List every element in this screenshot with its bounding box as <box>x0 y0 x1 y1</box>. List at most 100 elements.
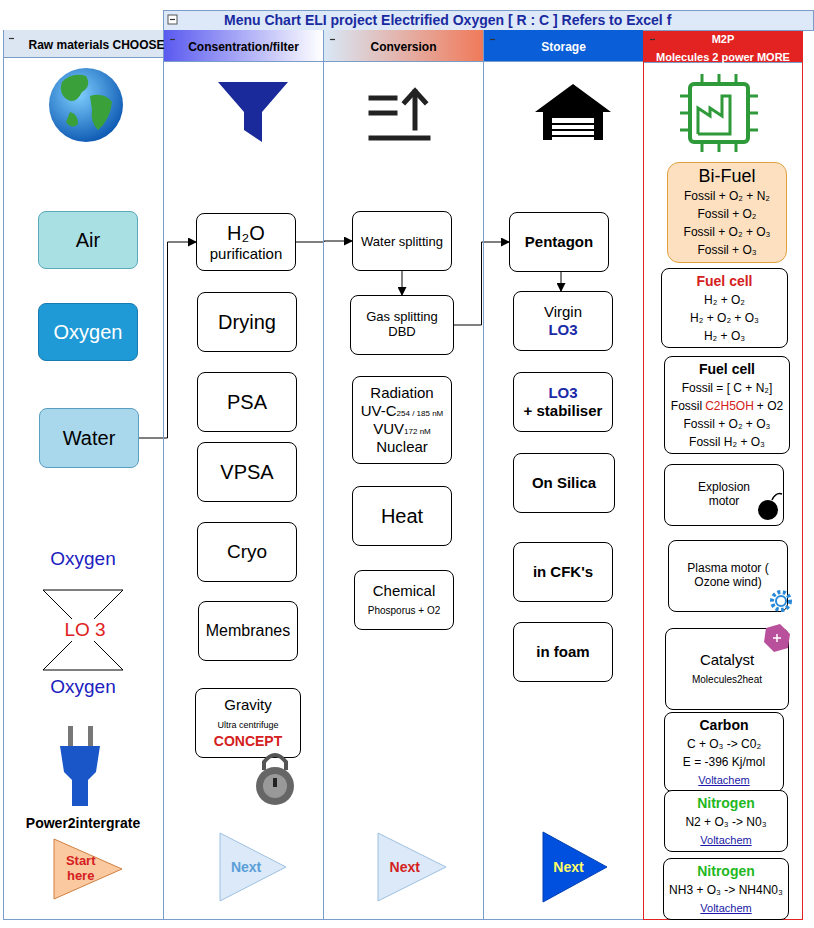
column-header: M2P Molecules 2 power MORE <box>644 31 802 63</box>
text-row: LO3 <box>524 384 603 402</box>
box-text: Voltachem <box>700 834 751 846</box>
box-text: Fossil + O₃ <box>697 243 756 257</box>
text-row: H₂ + O₂ <box>690 290 759 308</box>
header-row: M2P <box>712 29 735 47</box>
process-box: Oxygen <box>38 303 138 361</box>
text-row: Voltachem <box>669 898 783 916</box>
text-row: Fuel cell <box>690 272 759 290</box>
text-row: H₂O <box>210 222 283 245</box>
text-row: VPSA <box>220 461 273 484</box>
box-content: On Silica <box>532 474 596 492</box>
box-text: + O2 <box>757 399 783 413</box>
column-panel: StoragePentagonVirginLO3LO3+ stabiliserO… <box>483 30 643 920</box>
box-content: CatalystMolecules2heat <box>692 651 762 687</box>
box-text: VPSA <box>220 461 273 483</box>
box-text: Phosporus + O2 <box>368 605 441 616</box>
text-row: Air <box>76 229 100 252</box>
box-text: Bi-Fuel <box>698 166 755 186</box>
text-row: C + O₃ -> C0₂ <box>683 734 765 752</box>
box-content: Air <box>76 229 100 252</box>
connector-arrow <box>139 242 196 438</box>
text-row: PSA <box>227 391 267 414</box>
process-box: LO3+ stabiliser <box>513 372 613 432</box>
text-row: Fossil = [ C + N₂] <box>671 378 783 396</box>
box-content: Cryo <box>227 541 267 563</box>
process-box: in foam <box>513 622 613 682</box>
box-content: RadiationUV-C254 / 185 nMVUV172 nMNuclea… <box>361 384 444 456</box>
box-content: Fuel cellFossil = [ C + N₂]FossilC2H5OH+… <box>671 360 783 450</box>
box-text: N2 + O₃ -> N0₃ <box>685 815 766 829</box>
process-box: Water splitting <box>352 211 452 271</box>
text-row: Oxygen <box>54 321 123 344</box>
box-text: Molecules2heat <box>692 674 762 685</box>
process-box: Water <box>39 408 139 468</box>
column-header: Raw materials CHOOSE! <box>4 30 163 58</box>
box-text: On Silica <box>532 474 596 491</box>
box-content: Gas splitting DBD <box>356 310 448 340</box>
process-box: Fuel cellH₂ + O₂H₂ + O₂ + O₃H₂ + O₃ <box>661 268 788 348</box>
box-content: in CFK's <box>533 563 593 581</box>
process-box: Pentagon <box>509 212 609 272</box>
text-row: Fuel cell <box>671 360 783 378</box>
box-content: Next <box>225 858 267 876</box>
process-box: Gas splitting DBD <box>350 295 454 355</box>
connector-arrow <box>561 272 562 291</box>
box-text: Radiation <box>370 384 433 401</box>
box-text: Heat <box>381 505 423 527</box>
box-text: Nitrogen <box>697 795 755 811</box>
box-text: Fossil + O₂ <box>697 207 756 221</box>
box-text: Drying <box>218 311 276 333</box>
box-text: Explosion motor <box>689 481 759 509</box>
box-text: 254 / 185 nM <box>397 409 444 418</box>
text-row: Gravity <box>214 696 282 714</box>
box-content: GravityUltra centrifugeCONCEPT <box>214 696 282 750</box>
box-text: Gravity <box>224 696 272 713</box>
process-box: H₂Opurification <box>196 213 296 271</box>
text-row: E = -396 Kj/mol <box>683 752 765 770</box>
box-text: LO3 <box>548 321 577 338</box>
box-text: Voltachem <box>698 774 749 786</box>
box-text: Carbon <box>700 717 749 733</box>
conversion-icon <box>371 91 428 138</box>
box-content: ChemicalPhosporus + O2 <box>368 582 441 618</box>
column-panel: Raw materials CHOOSE! AirOxygenWaterStart… <box>3 30 163 920</box>
box-text: Start here <box>61 854 101 884</box>
box-content: PSA <box>227 391 267 414</box>
box-text: Water <box>63 427 116 449</box>
box-text: Nuclear <box>376 438 428 455</box>
process-box: Fuel cellFossil = [ C + N₂]FossilC2H5OH+… <box>664 356 790 454</box>
process-box: CarbonC + O₃ -> C0₂E = -396 Kj/molVoltac… <box>664 712 784 792</box>
process-box: VirginLO3 <box>513 291 613 351</box>
text-row: CONCEPT <box>214 732 282 750</box>
text-row: Explosion motor <box>689 481 759 509</box>
process-box: Drying <box>197 292 297 352</box>
box-text: H₂ + O₃ <box>704 329 745 343</box>
plug-icon <box>60 726 100 806</box>
header-row: Consentration/filter <box>188 37 299 55</box>
chart-title: Menu Chart ELI project Electrified Oxyge… <box>224 12 671 29</box>
box-content: Oxygen <box>54 321 123 344</box>
box-text: in foam <box>536 643 589 660</box>
box-content: Pentagon <box>525 233 593 251</box>
box-text: Fossil + O₂ + N₂ <box>684 189 770 203</box>
box-content: Heat <box>381 505 423 528</box>
text-row: Radiation <box>361 384 444 402</box>
box-text: Nitrogen <box>697 863 755 879</box>
column-title: Molecules 2 power MORE <box>656 51 790 63</box>
text-row: Water splitting <box>361 232 443 250</box>
column-header: Storage <box>484 30 643 62</box>
text-row: Cryo <box>227 541 267 563</box>
process-box: PSA <box>197 372 297 432</box>
process-box: in CFK's <box>513 542 613 602</box>
box-text: purification <box>210 245 283 262</box>
connector-arrow <box>296 241 352 242</box>
factory-chip-icon <box>680 74 758 152</box>
box-content: Water splitting <box>361 232 443 250</box>
text-row: Phosporus + O2 <box>368 600 441 618</box>
column-title: M2P <box>712 33 735 45</box>
box-text: Cryo <box>227 541 267 562</box>
box-text: Fossil + O₂ + O₃ <box>684 417 771 431</box>
text-row: Fossil + O₂ + O₃ <box>684 222 771 240</box>
column-header: Conversion <box>324 30 483 62</box>
